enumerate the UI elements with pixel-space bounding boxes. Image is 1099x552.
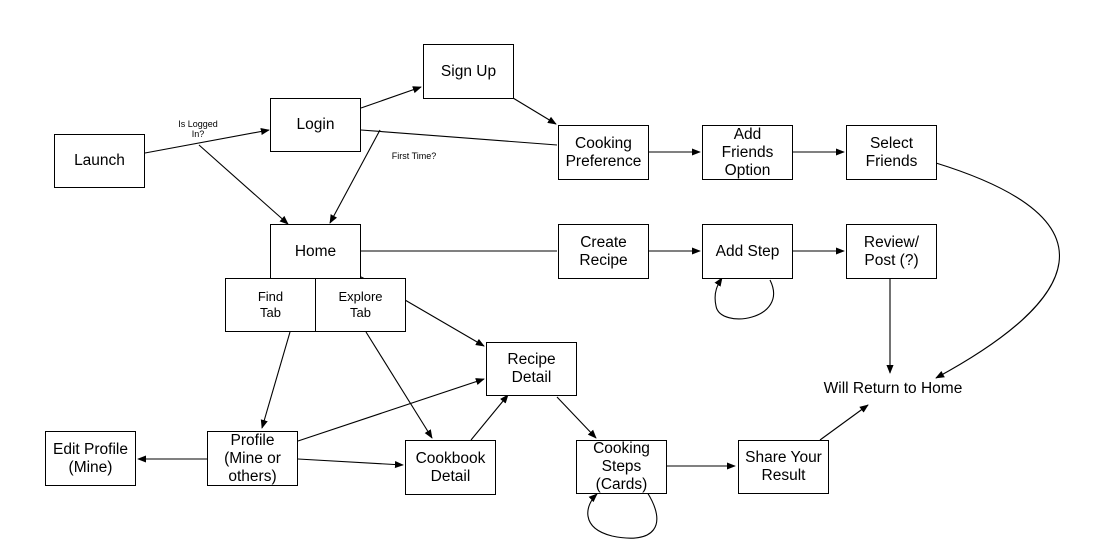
edge-signup-cooking-preference bbox=[512, 97, 557, 125]
edge-share-return-home bbox=[819, 404, 869, 441]
edge-launch-login bbox=[144, 127, 270, 154]
node-explore-tab[interactable]: Explore Tab bbox=[315, 278, 406, 332]
node-recipe-detail[interactable]: Recipe Detail bbox=[486, 342, 577, 396]
edge-cookbook-recipe-detail bbox=[470, 394, 509, 441]
label-is-logged-in: Is Logged In? bbox=[178, 119, 218, 139]
node-cooking-preference[interactable]: Cooking Preference bbox=[558, 125, 649, 180]
node-cooking-steps[interactable]: Cooking Steps (Cards) bbox=[576, 440, 667, 494]
node-login[interactable]: Login bbox=[270, 98, 361, 152]
edge-select-friends-return-home bbox=[935, 162, 1060, 379]
edge-launch-home bbox=[198, 144, 289, 225]
edge-add-step-loop bbox=[714, 277, 774, 320]
node-select-friends[interactable]: Select Friends bbox=[846, 125, 937, 180]
node-create-recipe[interactable]: Create Recipe bbox=[558, 224, 649, 279]
edge-explore-recipe-detail bbox=[404, 299, 485, 347]
edge-profile-cookbook bbox=[297, 458, 404, 469]
edge-login-home bbox=[329, 129, 381, 224]
edge-login-signup bbox=[360, 86, 422, 109]
node-cookbook-detail[interactable]: Cookbook Detail bbox=[405, 440, 496, 495]
node-profile[interactable]: Profile (Mine or others) bbox=[207, 431, 298, 486]
edge-recipe-detail-cooking-steps bbox=[556, 396, 597, 439]
label-first-time: First Time? bbox=[391, 151, 437, 161]
edge-find-profile bbox=[260, 331, 291, 429]
node-review-post[interactable]: Review/ Post (?) bbox=[846, 224, 937, 279]
label-will-return-to-home: Will Return to Home bbox=[823, 380, 963, 397]
node-share-your-result[interactable]: Share Your Result bbox=[738, 440, 829, 494]
edge-cooking-steps-loop bbox=[587, 491, 658, 539]
node-find-tab[interactable]: Find Tab bbox=[225, 278, 316, 332]
edge-login-cooking-preference bbox=[360, 129, 558, 146]
node-add-step[interactable]: Add Step bbox=[702, 224, 793, 279]
node-launch[interactable]: Launch bbox=[54, 134, 145, 188]
node-sign-up[interactable]: Sign Up bbox=[423, 44, 514, 99]
edge-profile-recipe-detail bbox=[297, 378, 485, 442]
edge-explore-cookbook bbox=[365, 331, 433, 439]
node-edit-profile[interactable]: Edit Profile (Mine) bbox=[45, 431, 136, 486]
node-add-friends-option[interactable]: Add Friends Option bbox=[702, 125, 793, 180]
node-home[interactable]: Home bbox=[270, 224, 361, 279]
